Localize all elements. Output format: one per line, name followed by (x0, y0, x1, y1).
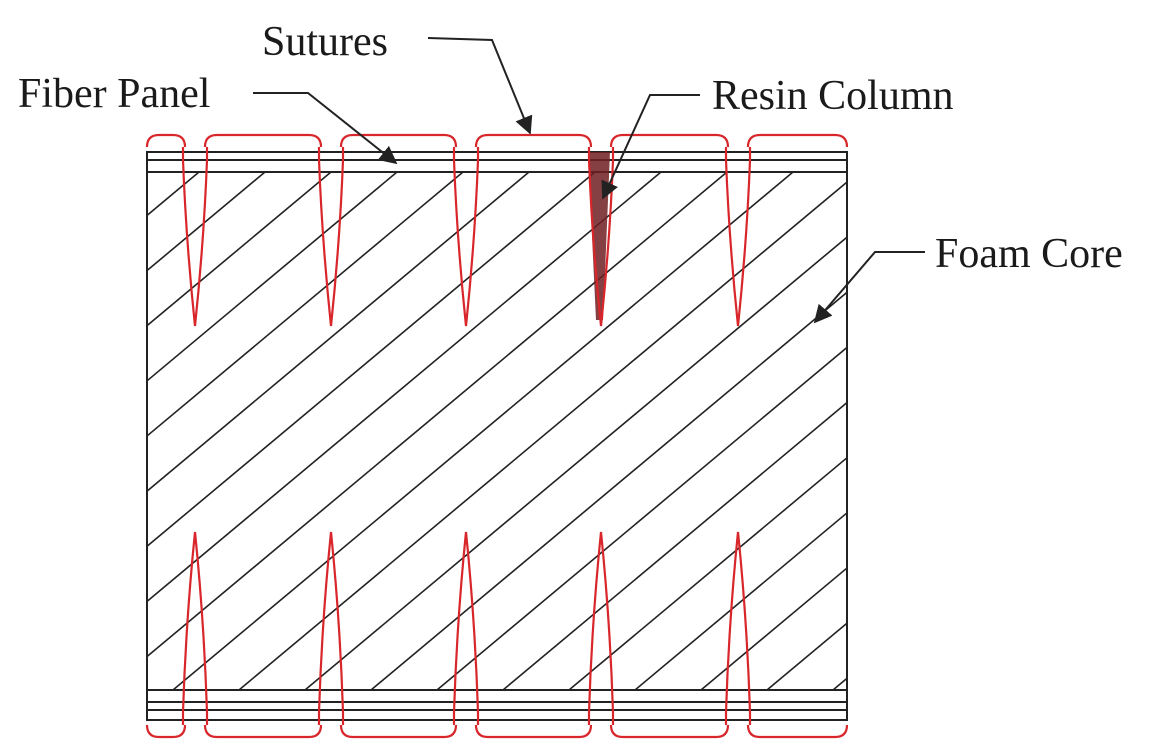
suture-top-segment (609, 133, 730, 148)
leader-fiber-panel (253, 92, 398, 165)
suture-bottom-segment (203, 724, 323, 739)
hatch-line (147, 172, 464, 438)
suture-bottom-segment (609, 724, 730, 739)
hatch-line (436, 346, 847, 690)
sutures (145, 133, 849, 739)
suture-top-segment (474, 133, 593, 148)
suture-top-segment (339, 133, 458, 148)
label-foam-core: Foam Core (935, 231, 1123, 277)
suture-bottom-segment (746, 724, 849, 739)
hatch-line (0, 172, 67, 690)
hatch-line (147, 172, 398, 382)
hatch-line (0, 172, 133, 690)
suture-bottom-segment (339, 724, 458, 739)
hatch-line (1163, 172, 1168, 690)
suture-top-penetration (587, 147, 615, 327)
hatch-line (304, 236, 847, 690)
suture-bottom-penetration (452, 531, 480, 725)
label-sutures: Sutures (262, 19, 388, 65)
hatch-line (634, 511, 847, 690)
label-fiber-panel: Fiber Panel (18, 71, 210, 117)
suture-top-penetration (724, 147, 752, 327)
suture-bottom-penetration (724, 531, 752, 725)
suture-top-segment (746, 133, 849, 148)
leader-resin-column (601, 94, 700, 200)
suture-bottom-segment (145, 724, 187, 739)
suture-bottom-segment (474, 724, 593, 739)
hatch-line (147, 172, 662, 603)
leader-sutures (427, 37, 533, 135)
suture-bottom-penetration (181, 531, 209, 725)
hatch-line (370, 291, 847, 690)
hatch-line (147, 172, 728, 658)
suture-top-penetration (317, 147, 345, 327)
hatch-line (147, 172, 596, 548)
hatch-line (147, 172, 266, 272)
hatch-line (700, 566, 847, 690)
suture-top-penetration (452, 147, 480, 327)
foam-core-hatching (0, 172, 1168, 690)
suture-top-segment (203, 133, 323, 148)
hatch-line (147, 172, 332, 327)
bottom-fiber-panel (147, 689, 847, 711)
hatch-line (238, 180, 847, 690)
hatch-line (172, 172, 794, 690)
suture-bottom-penetration (317, 531, 345, 725)
hatch-line (568, 456, 847, 690)
hatch-line (147, 172, 200, 217)
suture-top-segment (145, 133, 187, 148)
suture-top-penetration (181, 147, 209, 327)
top-fiber-panel (147, 151, 847, 173)
leader-foam-core (813, 251, 925, 324)
suture-bottom-penetration (587, 531, 615, 725)
label-resin-column: Resin Column (712, 73, 954, 119)
hatch-line (147, 172, 530, 493)
